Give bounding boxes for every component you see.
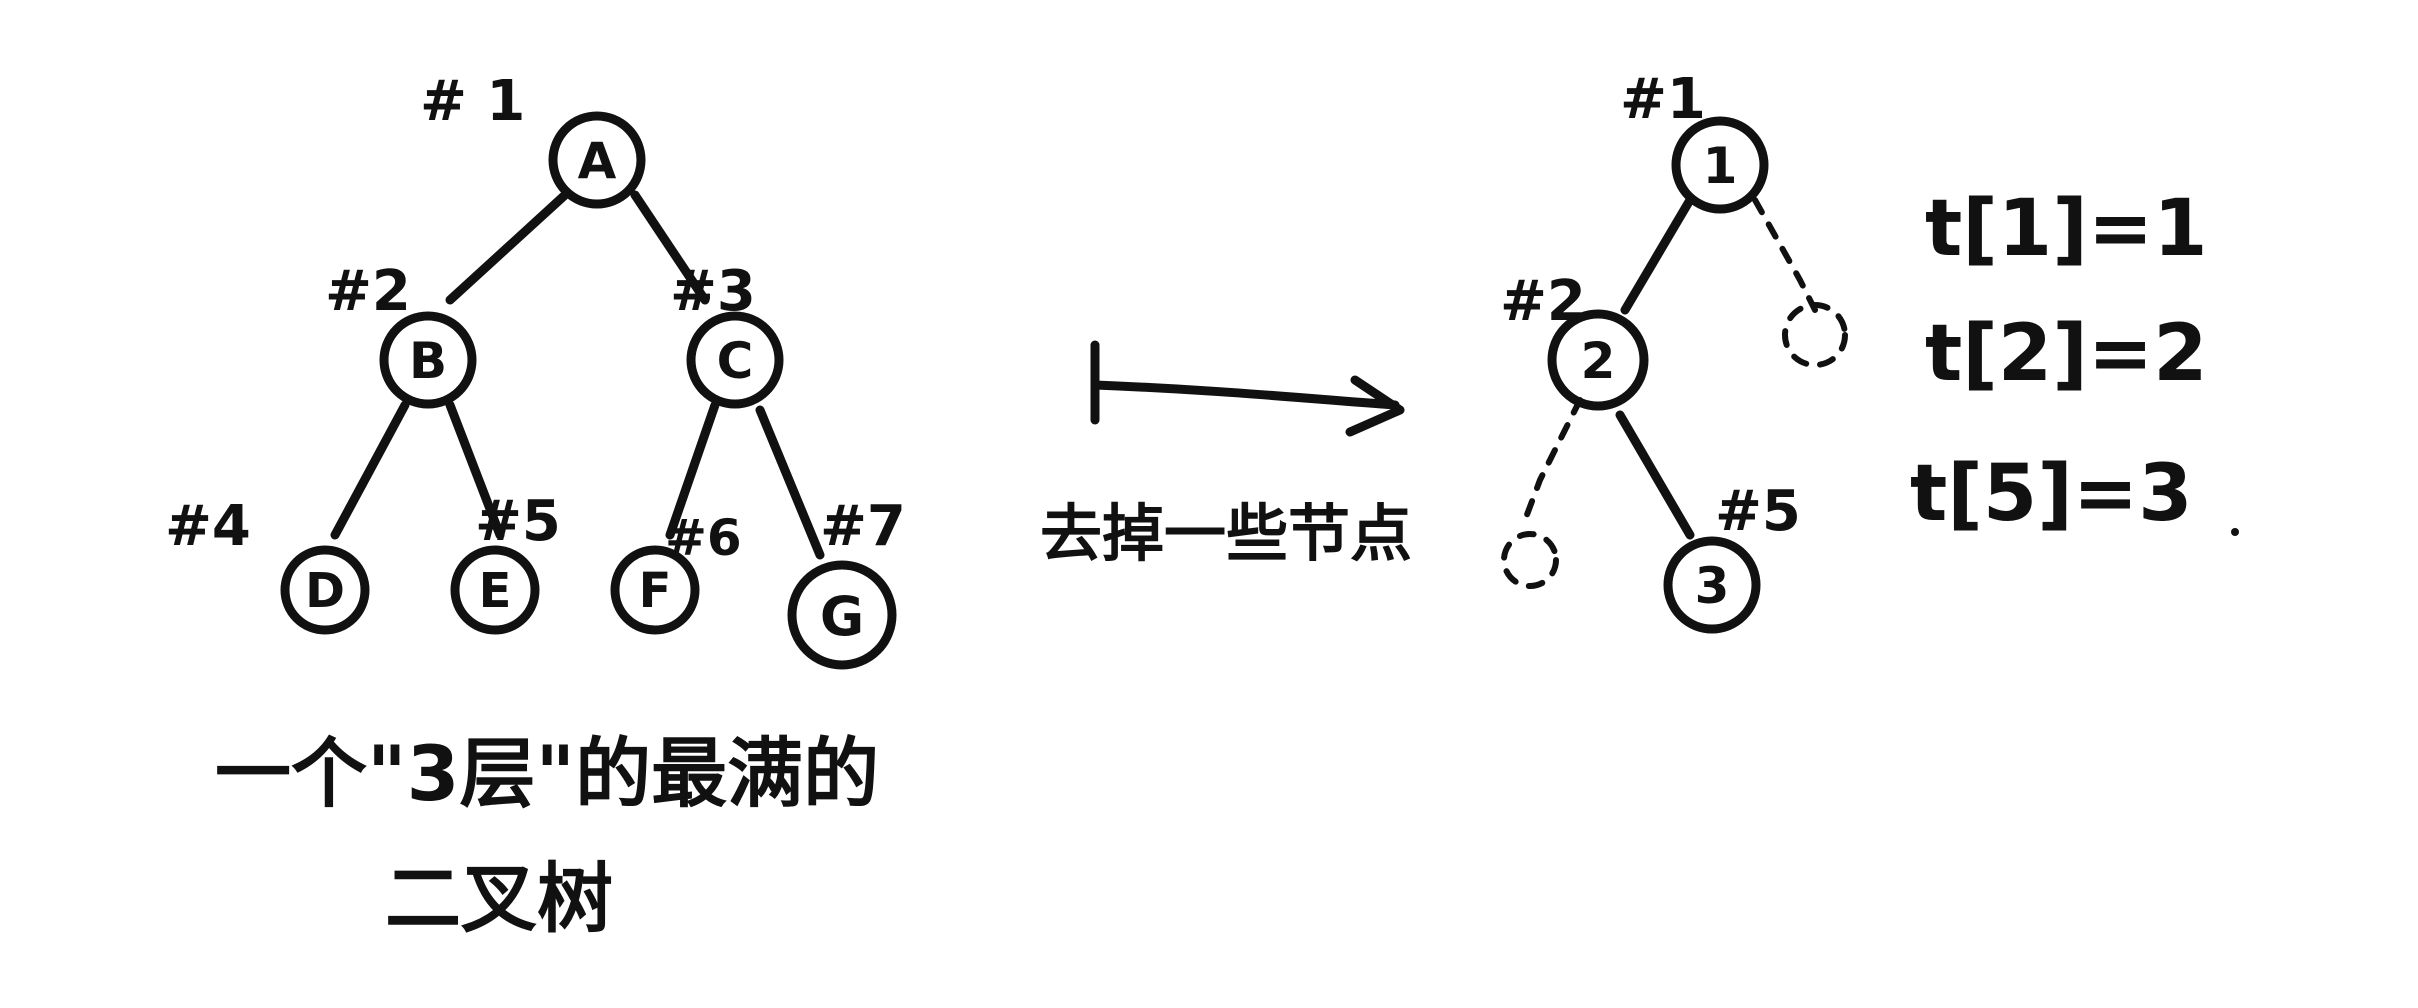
full-tree-node-f: F #6 bbox=[610, 509, 742, 635]
full-tree-node-a: A # 1 bbox=[420, 69, 646, 209]
node-index: #2 bbox=[325, 259, 411, 324]
array-mapping: t[1]=1 t[2]=2 t[5]=3 bbox=[1910, 184, 2239, 539]
node-label: 1 bbox=[1703, 137, 1738, 195]
pruned-tree-node-2: 2 #2 bbox=[1500, 269, 1649, 411]
full-tree-node-g: G #7 bbox=[787, 494, 906, 670]
node-index: #2 bbox=[1500, 269, 1586, 334]
mapping-line-1: t[1]=1 bbox=[1925, 184, 2207, 274]
arrow-head bbox=[1345, 375, 1405, 437]
tree-caption-line1: 一个"3层"的最满的 bbox=[215, 729, 879, 818]
edge-c-g bbox=[755, 405, 825, 560]
node-index: #3 bbox=[670, 259, 756, 324]
edge-b-e bbox=[445, 400, 505, 540]
node-label: A bbox=[578, 132, 617, 190]
full-tree-edges bbox=[330, 190, 825, 560]
node-label: E bbox=[479, 563, 512, 619]
edge-a-c bbox=[630, 190, 710, 305]
full-tree-node-d: D #4 bbox=[165, 494, 370, 635]
node-label: G bbox=[820, 585, 864, 648]
node-label: D bbox=[305, 563, 345, 619]
removed-node-placeholder bbox=[1782, 302, 1848, 368]
edge-c-f bbox=[665, 400, 720, 540]
node-label: F bbox=[639, 563, 672, 619]
removed-node-placeholder bbox=[1501, 531, 1559, 589]
node-label: C bbox=[717, 332, 754, 390]
pruned-tree-node-1: 1 #1 bbox=[1620, 67, 1769, 214]
node-index: #5 bbox=[475, 489, 561, 554]
edge-a-b bbox=[445, 190, 570, 305]
pruned-tree-edges bbox=[1522, 195, 1818, 540]
arrow-label: 去掉一些节点 bbox=[1040, 497, 1412, 570]
mapping-line-2: t[2]=2 bbox=[1925, 309, 2207, 399]
edge-1-removed bbox=[1752, 197, 1818, 313]
edge-2-3 bbox=[1615, 410, 1695, 540]
tree-caption-line2: 二叉树 bbox=[385, 854, 613, 943]
node-index: #7 bbox=[820, 494, 906, 559]
edge-1-2 bbox=[1620, 195, 1695, 315]
full-tree-node-c: C #3 bbox=[670, 259, 784, 409]
edge-2-removed bbox=[1522, 397, 1583, 523]
arrow-shaft bbox=[1090, 380, 1400, 410]
node-label: 2 bbox=[1581, 332, 1616, 390]
stray-dot bbox=[2231, 528, 2239, 536]
node-index: #6 bbox=[665, 509, 742, 567]
node-index: #5 bbox=[1715, 479, 1801, 544]
mapping-line-3: t[5]=3 bbox=[1910, 449, 2192, 539]
node-index: # 1 bbox=[420, 69, 525, 134]
node-label: 3 bbox=[1695, 557, 1730, 615]
full-tree-node-e: E #5 bbox=[450, 489, 561, 635]
node-index: #1 bbox=[1620, 67, 1706, 132]
pruned-tree-node-removed-right bbox=[1782, 302, 1848, 368]
full-tree-node-b: B #2 bbox=[325, 259, 477, 409]
node-label: B bbox=[409, 332, 447, 390]
pruned-tree-node-3: 3 #5 bbox=[1663, 479, 1801, 634]
pruned-tree-node-removed-left bbox=[1501, 531, 1559, 589]
node-index: #4 bbox=[165, 494, 251, 559]
transform-arrow bbox=[1090, 340, 1405, 437]
edge-b-d bbox=[330, 400, 410, 540]
